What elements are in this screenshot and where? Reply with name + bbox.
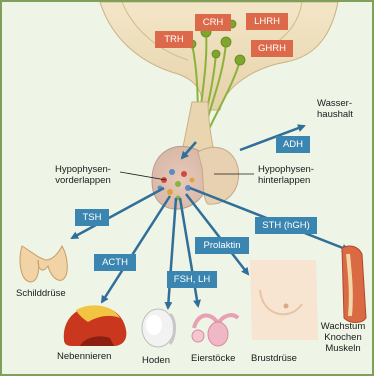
label-anterior-pituitary: Hypophysen- vorderlappen xyxy=(40,164,126,186)
tag-prolaktin: Prolaktin xyxy=(195,237,249,254)
tag-fsh-lh: FSH, LH xyxy=(167,271,217,288)
tag-crh: CRH xyxy=(195,14,231,31)
ovary-icon xyxy=(192,315,238,346)
tag-sth: STH (hGH) xyxy=(255,217,317,234)
label-wasserhaushalt: Wasser- haushalt xyxy=(317,98,353,120)
label-posterior-pituitary: Hypophysen- hinterlappen xyxy=(258,164,314,186)
label-eierstoecke: Eierstöcke xyxy=(191,353,235,364)
muscle-bone-icon xyxy=(342,246,366,323)
tag-lhrh: LHRH xyxy=(246,13,288,30)
diagram-artwork xyxy=(2,2,372,374)
thyroid-icon xyxy=(20,246,67,282)
adrenal-icon xyxy=(64,305,127,346)
tag-adh: ADH xyxy=(276,136,310,153)
label-hoden: Hoden xyxy=(142,355,170,366)
tag-acth: ACTH xyxy=(94,254,136,271)
tag-trh: TRH xyxy=(155,31,193,48)
label-brustdruese: Brustdrüse xyxy=(251,353,297,364)
label-schilddruese: Schilddrüse xyxy=(16,288,66,299)
tag-ghrh: GHRH xyxy=(251,40,293,57)
tag-tsh: TSH xyxy=(75,209,109,226)
label-nebennieren: Nebennieren xyxy=(57,351,111,362)
pituitary-gland xyxy=(152,146,239,209)
arrow-fsh-testis xyxy=(168,198,176,308)
testis-icon xyxy=(142,309,175,347)
breast-icon xyxy=(250,260,318,340)
arrow-acth xyxy=(102,196,170,302)
label-wachstum: Wachstum Knochen Muskeln xyxy=(316,321,370,354)
